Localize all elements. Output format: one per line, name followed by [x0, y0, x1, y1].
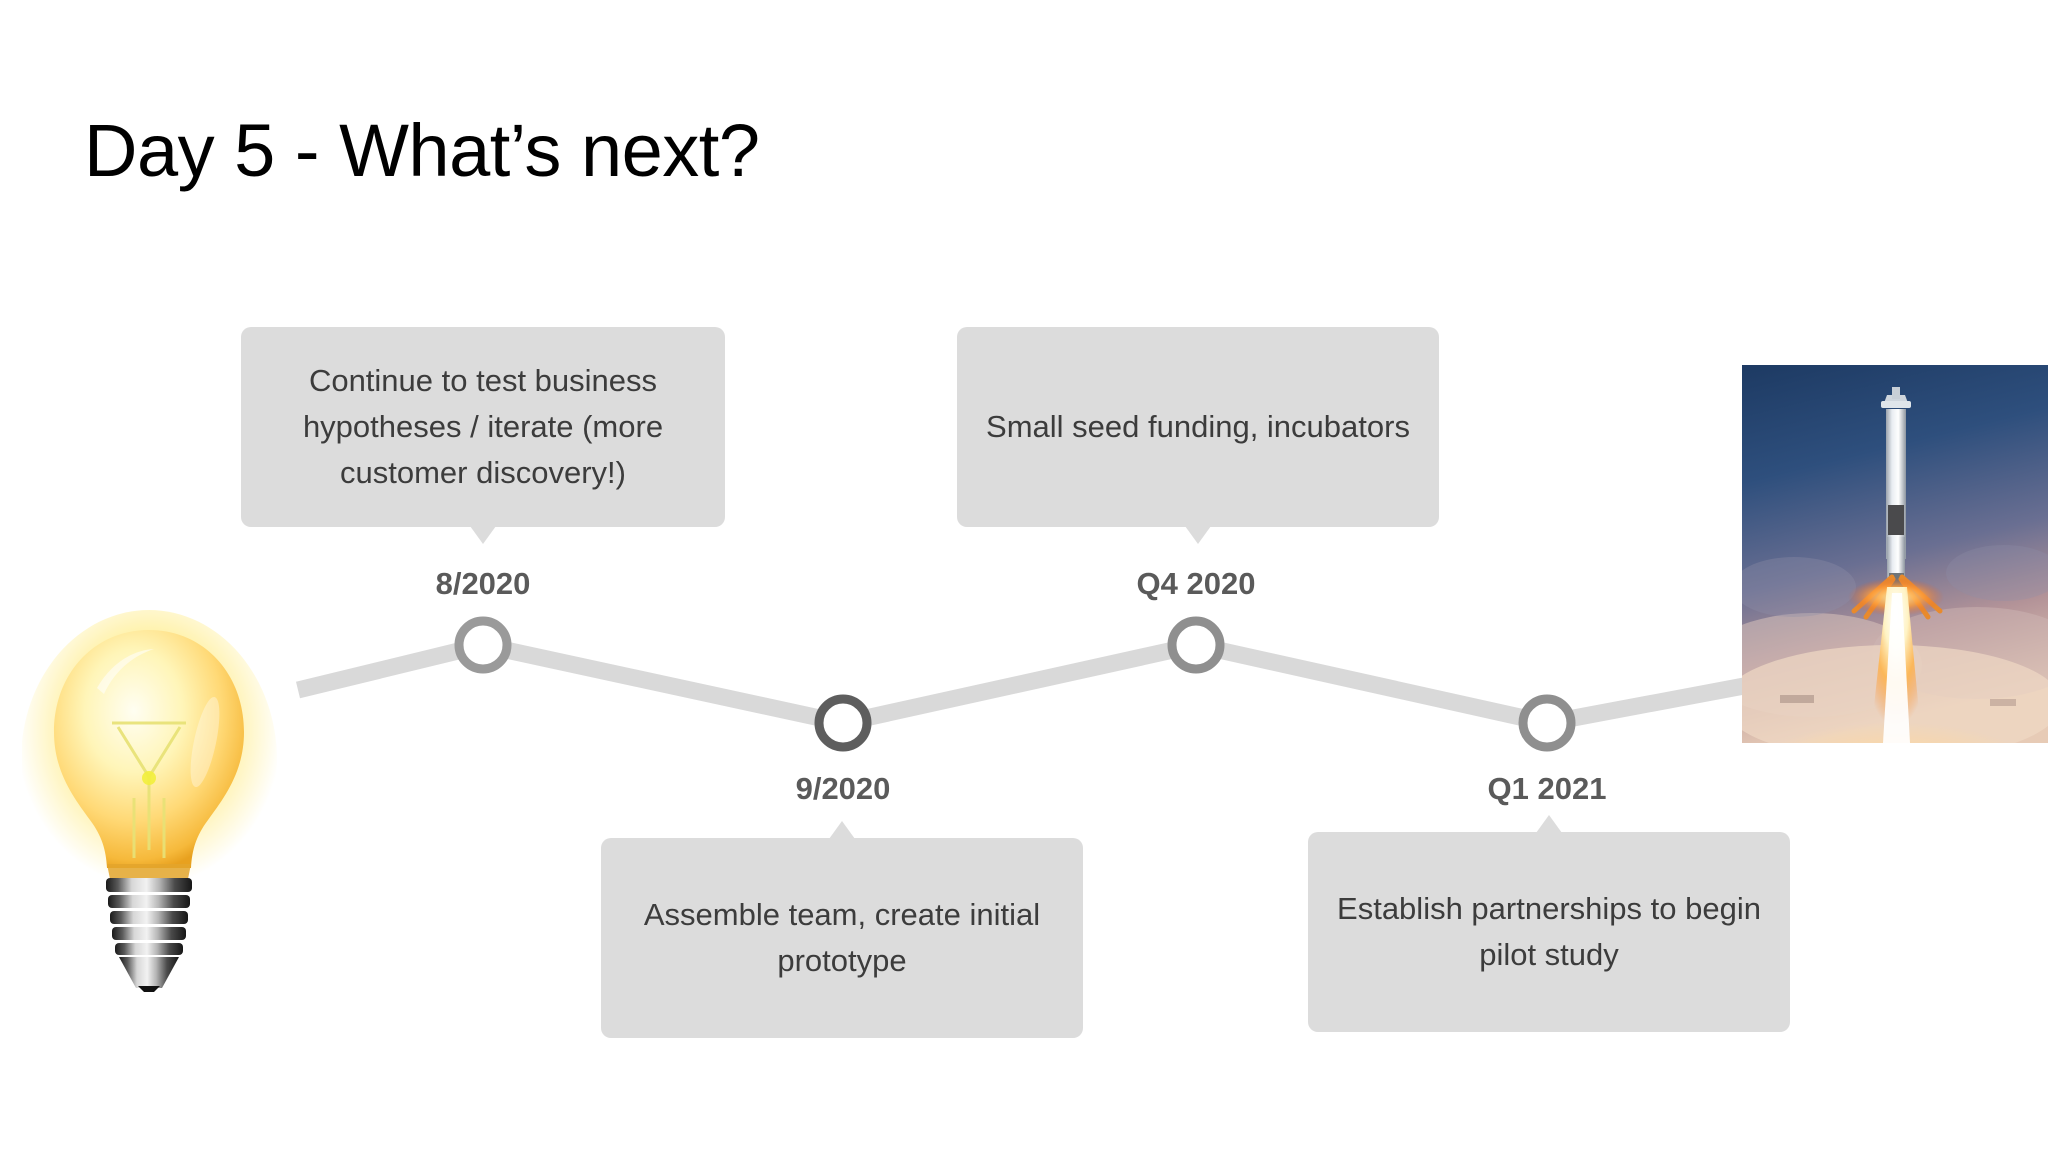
milestone-callout-text-2: Small seed funding, incubators [986, 409, 1410, 445]
lightbulb-icon [22, 592, 292, 992]
milestone-callout-text-3: Establish partnerships to begin pilot st… [1337, 891, 1761, 972]
milestone-date-0: 8/2020 [435, 566, 531, 601]
page-title: Day 5 - What’s next? [84, 109, 760, 192]
timeline-node-2[interactable] [1167, 616, 1225, 674]
rocket-icon [1742, 365, 2048, 743]
milestone-callout-1[interactable]: Assemble team, create initial prototype [601, 821, 1083, 1038]
timeline-node-0[interactable] [454, 616, 512, 674]
milestone-callout-text-0: Continue to test business hypotheses / i… [302, 363, 664, 490]
milestone-date-2: Q4 2020 [1136, 566, 1256, 601]
timeline-node-3[interactable] [1518, 694, 1576, 752]
milestone-date-1: 9/2020 [795, 771, 891, 806]
milestone-callout-3[interactable]: Establish partnerships to begin pilot st… [1308, 815, 1790, 1032]
milestone-date-3: Q1 2021 [1487, 771, 1607, 806]
milestone-callout-0[interactable]: Continue to test business hypotheses / i… [241, 327, 725, 544]
milestone-callout-text-1: Assemble team, create initial prototype [643, 897, 1041, 978]
timeline-node-1[interactable] [814, 694, 872, 752]
milestone-callout-2[interactable]: Small seed funding, incubators [957, 327, 1439, 544]
